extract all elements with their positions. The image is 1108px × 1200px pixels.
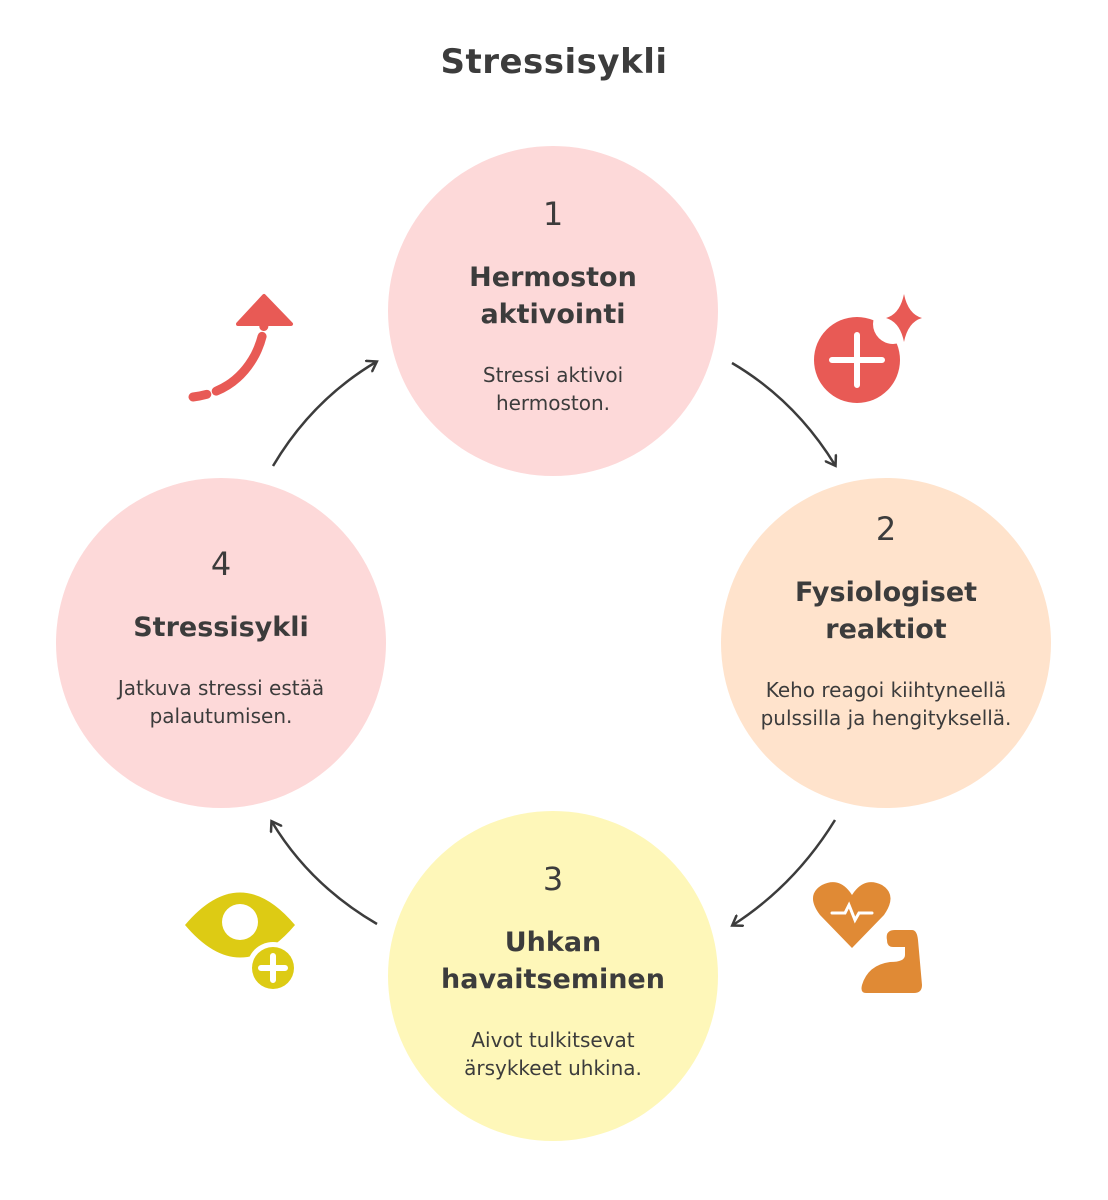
diagram-title: Stressisykli [440, 42, 668, 82]
circle-step-4 [56, 478, 386, 808]
heart-pulse-muscle-icon [812, 882, 922, 993]
step-title: Hermoston aktivointi [469, 262, 637, 330]
step-3: 3 Uhkan havaitseminen Aivot tulkitsevat … [403, 860, 703, 1082]
step-title: Uhkan havaitseminen [441, 927, 665, 995]
step-title: Stressisykli [133, 612, 309, 643]
step-description: Keho reagoi kiihtyneellä pulssilla ja he… [760, 678, 1012, 730]
dashed-up-arrow-icon [188, 294, 293, 402]
arrow-1-to-2 [731, 361, 835, 465]
circle-step-3 [388, 811, 718, 1141]
eye-plus-icon [185, 892, 299, 994]
arrow-3-to-4 [272, 822, 378, 926]
step-number: 1 [542, 195, 564, 233]
step-number: 2 [875, 510, 897, 548]
step-number: 4 [210, 545, 232, 583]
step-4: 4 Stressisykli Jatkuva stressi estää pal… [71, 545, 371, 730]
step-description: Stressi aktivoi hermoston. [482, 363, 624, 415]
circle-step-1 [388, 146, 718, 476]
arrow-2-to-3 [733, 819, 837, 925]
step-2: 2 Fysiologiset reaktiot Keho reagoi kiih… [736, 510, 1036, 732]
step-1: 1 Hermoston aktivointi Stressi aktivoi h… [403, 195, 703, 417]
medical-plus-sparkle-icon [814, 294, 922, 403]
circle-step-2 [721, 478, 1051, 808]
arrow-4-to-1 [271, 362, 376, 467]
step-number: 3 [542, 860, 564, 898]
step-description: Aivot tulkitsevat ärsykkeet uhkina. [464, 1028, 642, 1080]
step-description: Jatkuva stressi estää palautumisen. [117, 676, 325, 728]
step-title: Fysiologiset reaktiot [794, 577, 978, 645]
